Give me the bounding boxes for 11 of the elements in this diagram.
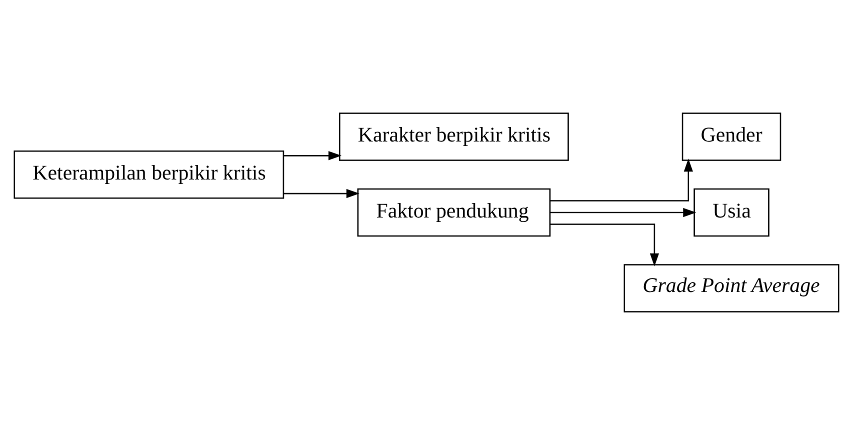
arrow [550, 224, 660, 266]
node-box: Usia [694, 188, 770, 237]
node-box: Faktor pendukung [357, 188, 551, 237]
arrow [550, 158, 693, 202]
node-box: Gender [682, 112, 782, 161]
arrow [284, 188, 360, 198]
arrow [550, 208, 696, 218]
node-box: Keterampilan berpikir kritis [14, 150, 284, 199]
node-box: Karakter berpikir kritis [338, 112, 569, 161]
node-box: Grade Point Average [624, 264, 840, 312]
arrow [284, 151, 342, 160]
